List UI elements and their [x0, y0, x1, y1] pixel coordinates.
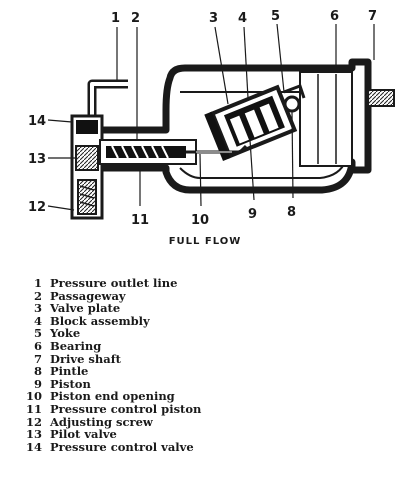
callout-6: 6 [330, 9, 339, 24]
drive-shaft [367, 89, 395, 107]
legend-item: 6 Bearing [14, 340, 394, 353]
callout-5: 5 [271, 9, 280, 24]
legend-item: 1 Pressure outlet line [14, 277, 394, 290]
legend-item: 2 Passageway [14, 288, 394, 303]
legend-item: 13 Pilot valve [14, 428, 394, 441]
legend-label: Piston [50, 376, 91, 391]
legend-number: 3 [33, 301, 42, 316]
legend-label: Pressure control valve [50, 439, 194, 454]
bearing-housing [299, 71, 353, 167]
legend-label: Valve plate [50, 301, 121, 316]
legend-label: Yoke [50, 326, 81, 341]
legend-label: Pintle [50, 364, 89, 379]
callout-9: 9 [248, 207, 257, 222]
legend-number: 6 [33, 338, 42, 353]
adjusting-screw [77, 179, 97, 215]
legend-number: 7 [33, 351, 42, 366]
callout-11: 11 [131, 213, 149, 228]
callout-14: 14 [28, 114, 46, 129]
legend-label: Piston end opening [50, 389, 175, 404]
pressure-control-piston [106, 145, 186, 159]
callout-4: 4 [238, 11, 247, 26]
legend-label: Pressure control piston [50, 401, 202, 416]
callout-1: 1 [111, 11, 120, 26]
legend-item: 9 Piston [14, 378, 394, 391]
legend-item: 3 Valve plate [14, 302, 394, 315]
callout-7: 7 [368, 9, 377, 24]
callout-8: 8 [287, 205, 296, 220]
legend-item: 10 Piston end opening [14, 390, 394, 403]
legend-number: 9 [33, 376, 42, 391]
legend-item: 12 Adjusting screw [14, 414, 394, 429]
legend-item: 14 Pressure control valve [14, 441, 394, 454]
pump-housing [96, 58, 372, 194]
pump-diagram: 1 2 3 4 5 6 7 8 9 10 11 12 13 14 [28, 9, 395, 228]
legend-number: 2 [33, 288, 42, 303]
legend-item: 8 Pintle [14, 365, 394, 378]
block-assembly [204, 84, 298, 161]
legend-label: Pressure outlet line [50, 276, 178, 290]
legend-item: 5 Yoke [14, 327, 394, 340]
legend-item: 7 Drive shaft [14, 351, 394, 366]
legend-label: Block assembly [50, 313, 150, 328]
callout-10: 10 [191, 213, 209, 228]
legend-number: 5 [33, 326, 42, 341]
legend-label: Pilot valve [50, 427, 117, 442]
legend-number: 4 [33, 313, 42, 328]
figure-caption: FULL FLOW [168, 236, 242, 247]
legend-number: 8 [33, 364, 42, 379]
pintle [283, 95, 301, 113]
legend-label: Passageway [50, 288, 126, 303]
callout-3: 3 [209, 11, 218, 26]
pilot-valve [75, 145, 99, 171]
callout-13: 13 [28, 152, 46, 167]
legend-item: 4 Block assembly [14, 315, 394, 328]
legend-label: Bearing [50, 338, 102, 353]
legend-number: 12 [25, 414, 42, 429]
legend-number: 10 [25, 389, 42, 404]
legend-label: Adjusting screw [50, 414, 153, 429]
legend-label: Drive shaft [50, 351, 121, 366]
callout-2: 2 [131, 11, 140, 26]
legend-number: 14 [25, 439, 42, 454]
legend-number: 13 [25, 427, 42, 442]
legend-item: 11 Pressure control piston [14, 403, 394, 416]
callout-12: 12 [28, 200, 46, 215]
parts-legend: 1 Pressure outlet line 2 Passageway 3 Valve p… [14, 277, 394, 453]
legend-number: 11 [25, 401, 42, 416]
legend-number: 1 [33, 276, 42, 290]
